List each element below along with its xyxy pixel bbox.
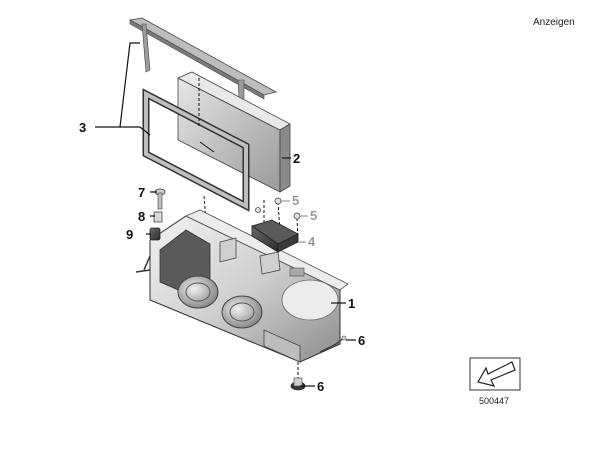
callout-1[interactable]: 1 xyxy=(348,296,355,311)
callout-10[interactable]: 9 xyxy=(126,227,133,242)
part-1-airbox-housing xyxy=(135,209,349,363)
callout-2[interactable]: 2 xyxy=(293,151,300,166)
callout-3[interactable]: 3 xyxy=(79,120,86,135)
part-7-pin xyxy=(335,335,347,345)
callout-leaders xyxy=(95,42,356,387)
callout-5-lower[interactable]: 5 xyxy=(310,208,317,223)
callout-9[interactable]: 8 xyxy=(138,209,145,224)
document-number: 500447 xyxy=(479,396,509,406)
part-8-bolt xyxy=(154,188,166,210)
part-9-spacer xyxy=(153,211,163,223)
anzeigen-link[interactable]: Anzeigen xyxy=(533,17,575,28)
part-3-bracket xyxy=(128,17,278,121)
callout-4[interactable]: 4 xyxy=(308,234,316,249)
part-3-frame xyxy=(142,88,250,212)
callout-6[interactable]: 6 xyxy=(317,379,324,394)
part-4-sensor xyxy=(251,219,299,253)
callout-5-upper[interactable]: 5 xyxy=(292,193,299,208)
callout-8[interactable]: 7 xyxy=(138,185,145,200)
callout-leaders-muted xyxy=(281,200,308,243)
callout-7[interactable]: 6 xyxy=(358,333,365,348)
part-10-grommet xyxy=(149,227,161,241)
arrow-view-icon xyxy=(469,357,521,391)
